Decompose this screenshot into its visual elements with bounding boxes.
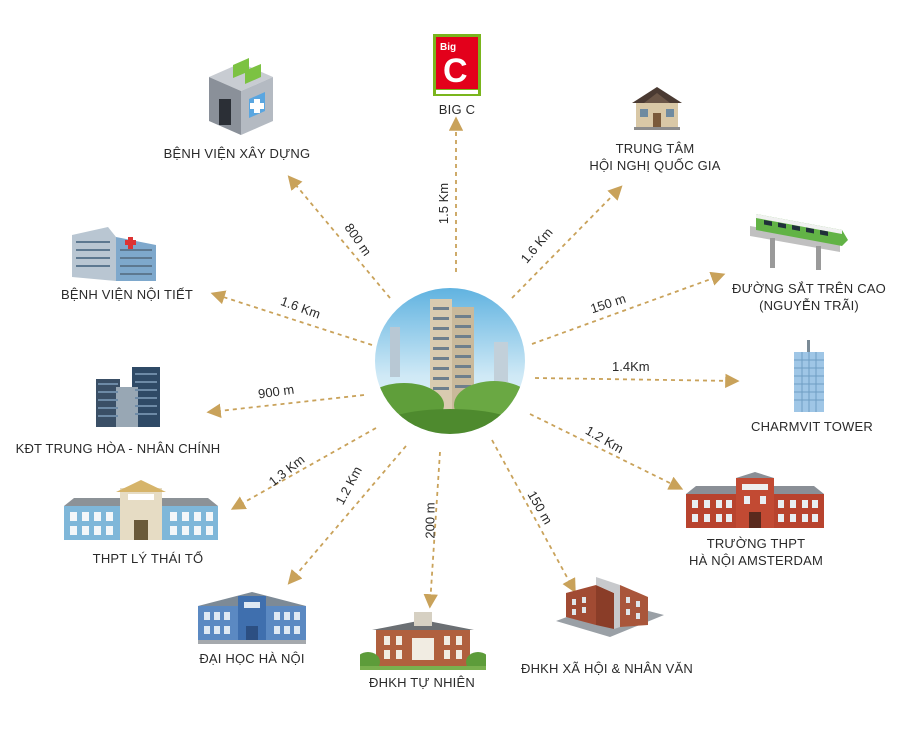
label-amsterdam: TRƯỜNG THPT HÀ NỘI AMSTERDAM	[689, 536, 823, 568]
arrow-dai-hoc-ha-noi	[287, 445, 407, 585]
label-duong-sat: ĐƯỜNG SẮT TRÊN CAO (NGUYỄN TRÃI)	[732, 281, 886, 313]
city-towers-icon	[92, 365, 164, 427]
university-hall-icon	[356, 608, 490, 672]
elevated-railway-icon	[750, 200, 850, 272]
blue-university-icon	[198, 588, 306, 644]
arrow-thpt-ly-thai-to	[230, 427, 377, 510]
big-c-logo-icon: Big C	[433, 34, 481, 96]
house-icon	[630, 85, 684, 131]
distance-dhkh-tn: 200 m	[422, 502, 438, 539]
label-thpt-ly-thai-to: THPT LÝ THÁI TỔ	[92, 551, 204, 566]
arrow-duong-sat	[531, 271, 726, 345]
label-benh-vien-noi-tiet: BỆNH VIỆN NỘI TIẾT	[61, 287, 193, 302]
hospital-building-icon	[205, 55, 277, 140]
distance-charmvit: 1.4Km	[612, 359, 650, 374]
arrow-trung-tam-hoi-nghi	[511, 185, 623, 299]
label-dhkh-tn: ĐHKH TỰ NHIÊN	[369, 675, 475, 690]
label-charmvit: CHARMVIT TOWER	[751, 419, 873, 434]
arrow-kdt-trung-hoa	[206, 394, 365, 418]
label-big-c: BIG C	[438, 102, 476, 117]
hospital-complex-icon	[72, 225, 156, 281]
label-dhkh-xh: ĐHKH XÃ HỘI & NHÂN VĂN	[521, 661, 693, 676]
label-benh-vien-xay-dung: BỆNH VIỆN XÂY DỰNG	[163, 146, 311, 161]
red-school-icon	[686, 472, 824, 528]
arrow-amsterdam	[529, 413, 684, 490]
label-trung-tam-hoi-nghi: TRUNG TÂM HỘI NGHỊ QUỐC GIA	[589, 141, 721, 173]
project-tower-image	[374, 287, 526, 435]
distance-big-c: 1.5 Km	[436, 182, 452, 225]
svg-text:C: C	[443, 52, 468, 90]
arrow-charmvit	[534, 373, 740, 389]
label-dai-hoc-ha-noi: ĐẠI HỌC HÀ NỘI	[199, 651, 305, 666]
brick-campus-icon	[556, 575, 664, 637]
arrow-dhkh-tn	[423, 451, 441, 609]
office-tower-icon	[790, 340, 828, 412]
svg-text:Big: Big	[440, 42, 456, 53]
label-kdt-trung-hoa: KĐT TRUNG HÒA - NHÂN CHÍNH	[15, 441, 221, 456]
arrow-dhkh-xh	[491, 439, 576, 594]
school-building-icon	[64, 480, 218, 542]
arrow-benh-vien-noi-tiet	[210, 290, 373, 346]
arrow-benh-vien-xay-dung	[287, 175, 391, 299]
